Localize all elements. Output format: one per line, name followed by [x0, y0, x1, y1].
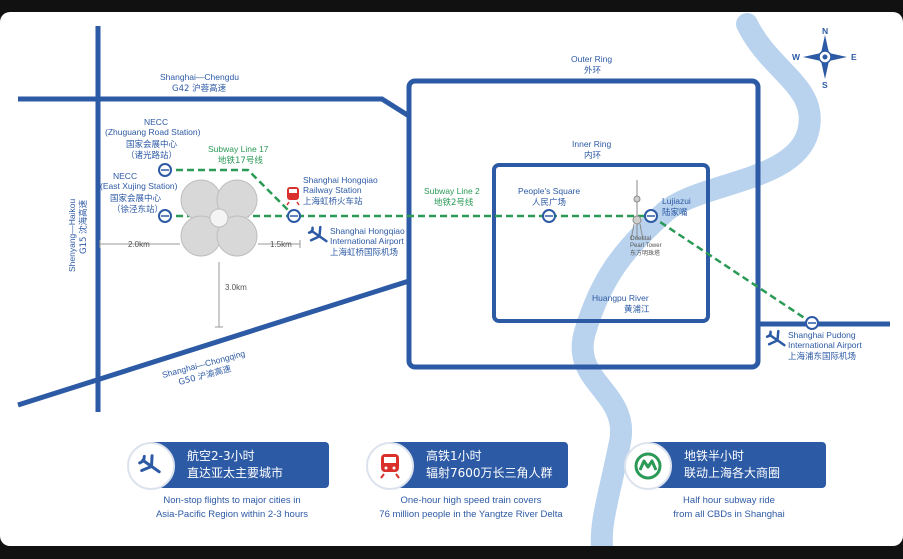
- hq-air-cn: 上海虹桥国际机场: [330, 247, 398, 258]
- feature-metro-line2: 联动上海各大商圈: [684, 466, 781, 480]
- station-zhuguang: [158, 163, 172, 177]
- map-card: 2.0km 1.5km 3.0km: [0, 12, 903, 546]
- xujing-en2: (East Xujing Station): [100, 181, 178, 191]
- station-lujiazui: [644, 209, 658, 223]
- feature-rail: 高铁1小时 辐射7600万长三角人群 One-hour high speed t…: [366, 442, 576, 526]
- distance-3km: [215, 262, 223, 328]
- necc-building: [180, 179, 258, 257]
- inner-ring: [492, 163, 710, 323]
- rail-en1: Shanghai Hongqiao: [303, 175, 378, 185]
- distance-2km: [99, 240, 180, 248]
- inner-ring-label-en: Inner Ring: [572, 139, 611, 149]
- river-en: Huangpu River: [592, 293, 649, 303]
- xujing-en1: NECC: [113, 171, 137, 181]
- station-xujing: [158, 209, 172, 223]
- airplane-icon: [127, 442, 175, 490]
- compass-e: E: [851, 52, 857, 62]
- rail-en2: Railway Station: [303, 185, 362, 195]
- line17-cn: 地铁17号线: [218, 155, 263, 166]
- train-icon: [366, 442, 414, 490]
- xujing-cn2: （徐泾东站）: [112, 204, 163, 215]
- g42-label-en: Shanghai—Chengdu: [160, 72, 239, 82]
- feature-rail-line1: 高铁1小时: [426, 449, 482, 463]
- lujiazui-en: Lujiazui: [662, 196, 691, 206]
- feature-air-line1: 航空2-3小时: [187, 449, 255, 463]
- city-map: 2.0km 1.5km 3.0km: [17, 13, 890, 546]
- feature-rail-pill: 高铁1小时 辐射7600万长三角人群: [388, 442, 568, 488]
- compass-s: S: [822, 80, 828, 90]
- subway-line-17: [165, 168, 295, 217]
- distance-label-1: 2.0km: [128, 240, 150, 249]
- subway-line-2-pudong: [650, 214, 813, 325]
- line17-en: Subway Line 17: [208, 144, 269, 154]
- zhuguang-en1: NECC: [144, 117, 168, 127]
- xujing-cn1: 国家会展中心: [110, 193, 162, 204]
- distance-label-2: 1.5km: [270, 240, 292, 249]
- svg-text:Shenyang—Haikou: Shenyang—Haikou: [67, 198, 77, 272]
- distance-1-5km: [258, 240, 301, 248]
- hq-air-en1: Shanghai Hongqiao: [330, 226, 405, 236]
- huangpu-river: [571, 13, 821, 546]
- railway-train-icon: [286, 187, 300, 206]
- pearl-en2: Pearl Tower: [630, 243, 662, 249]
- lujiazui-cn: 陆家嘴: [662, 207, 688, 218]
- feature-air: 航空2-3小时 直达亚太主要城市 Non-stop flights to maj…: [127, 442, 337, 526]
- hongqiao-airplane-icon: [307, 225, 328, 243]
- pd-air-en1: Shanghai Pudong: [788, 330, 856, 340]
- rail-cn: 上海虹桥火车站: [303, 196, 363, 207]
- station-pudong-airport: [805, 316, 819, 330]
- g42-label-cn: G42 沪蓉高速: [172, 83, 227, 94]
- inner-ring-label-cn: 内环: [584, 150, 602, 161]
- outer-ring-label-cn: 外环: [584, 65, 602, 76]
- station-hongqiao: [287, 209, 301, 223]
- outer-ring-label-en: Outer Ring: [571, 54, 612, 64]
- zhuguang-cn2: （诸光路站）: [126, 150, 177, 161]
- feature-rail-line2: 辐射7600万长三角人群: [426, 466, 553, 480]
- station-peoples-square: [542, 209, 556, 223]
- peoples-en: People's Square: [518, 186, 580, 196]
- peoples-cn: 人民广场: [532, 197, 566, 208]
- g50-highway: [17, 278, 410, 408]
- outer-ring: [406, 78, 761, 370]
- feature-metro-line1: 地铁半小时: [684, 449, 745, 463]
- pearl-en1: Oriental: [630, 236, 651, 242]
- feature-metro-pill: 地铁半小时 联动上海各大商圈: [646, 442, 826, 488]
- metro-icon: [624, 442, 672, 490]
- hq-air-en2: International Airport: [330, 236, 404, 246]
- svg-text:G15 沈海高速: G15 沈海高速: [78, 199, 89, 254]
- zhuguang-cn1: 国家会展中心: [126, 139, 178, 150]
- g15-labels: Shenyang—Haikou G15 沈海高速: [67, 198, 89, 272]
- pd-air-en2: International Airport: [788, 340, 862, 350]
- feature-air-line2: 直达亚太主要城市: [187, 466, 284, 480]
- feature-air-pill: 航空2-3小时 直达亚太主要城市: [149, 442, 329, 488]
- g42-highway: [18, 96, 411, 119]
- line2-en: Subway Line 2: [424, 186, 480, 196]
- compass-rose-icon: [803, 35, 847, 79]
- distance-label-3: 3.0km: [225, 283, 247, 292]
- compass-w: W: [792, 52, 801, 62]
- zhuguang-en2: (Zhuguang Road Station): [105, 127, 201, 137]
- line2-cn: 地铁2号线: [434, 197, 474, 208]
- pearl-cn: 东方明珠塔: [630, 249, 660, 257]
- compass-n: N: [822, 26, 828, 36]
- oriental-pearl-tower-icon: [630, 180, 644, 241]
- river-cn: 黄浦江: [624, 304, 650, 315]
- pudong-airplane-icon: [765, 329, 786, 347]
- pd-air-cn: 上海浦东国际机场: [788, 351, 856, 362]
